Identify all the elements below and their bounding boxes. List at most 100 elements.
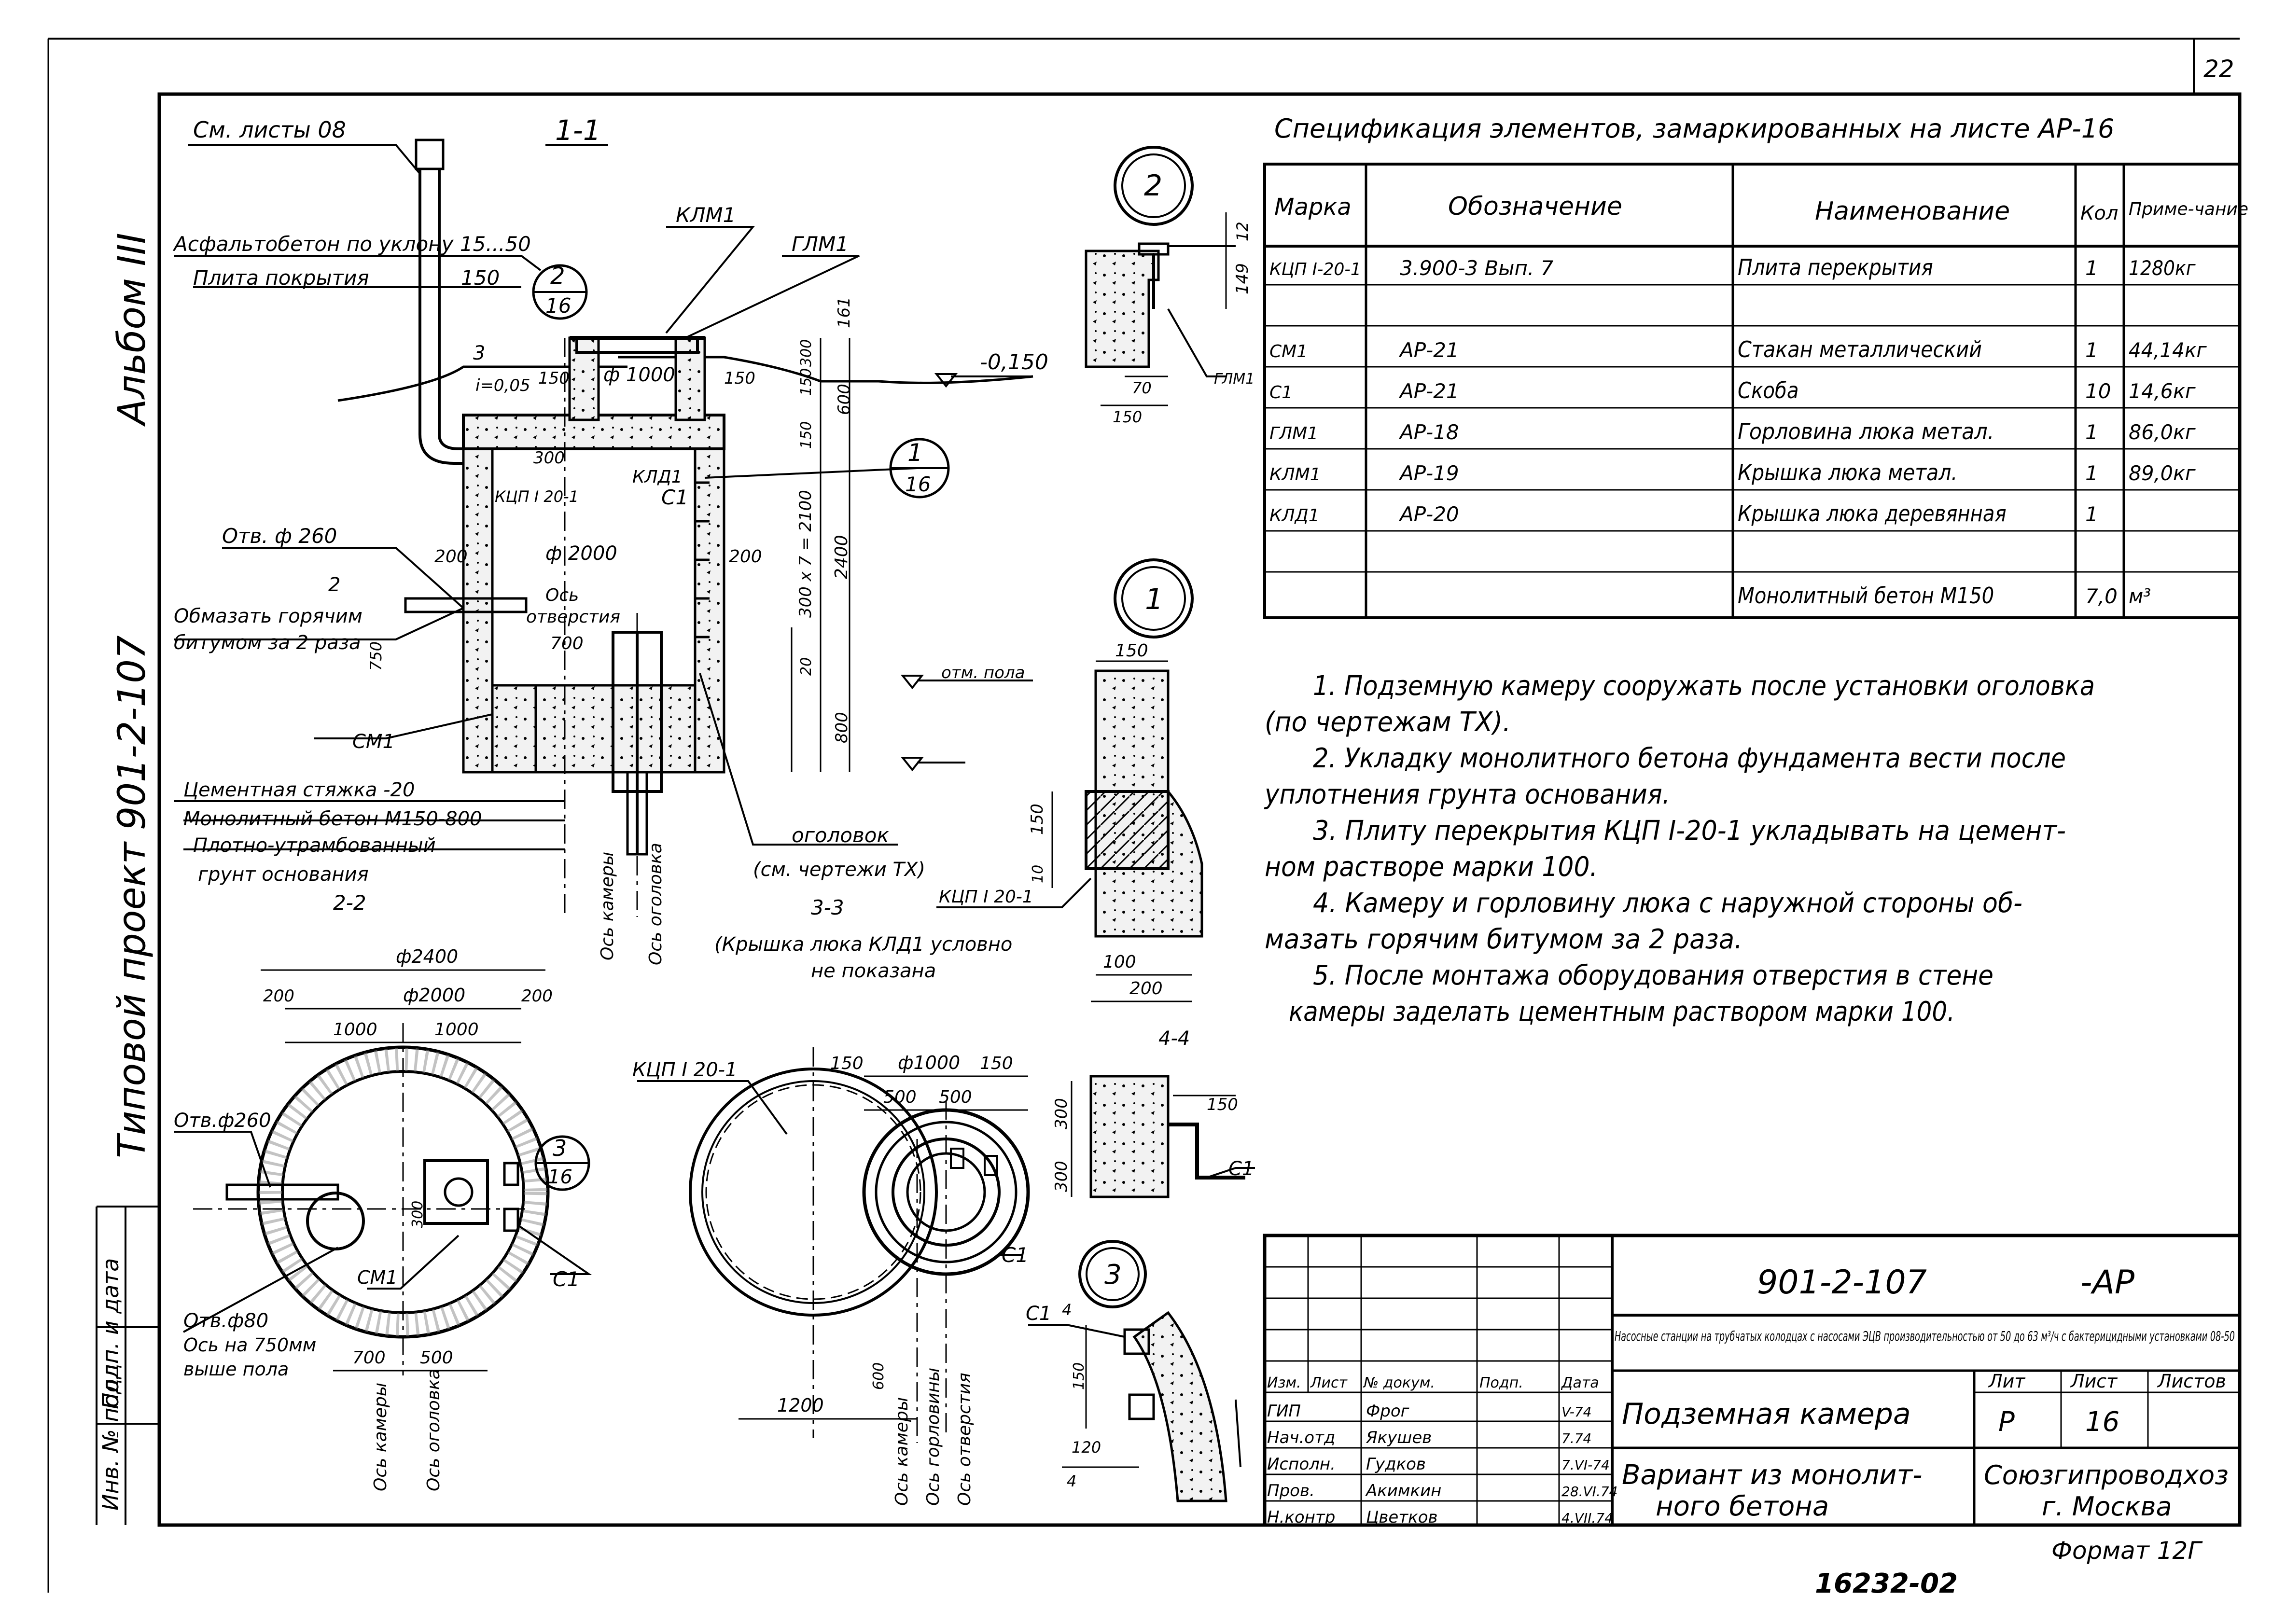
two-label: 2 [328, 574, 340, 596]
spec-cell: 89,0кг [2129, 461, 2196, 485]
cm1-plan-label: СМ1 [357, 1267, 398, 1288]
detail-2-number: 2 [1144, 169, 1162, 203]
dim-d2400: ф2400 [396, 946, 458, 967]
tb-code: 901-2-107 [1757, 1263, 1927, 1302]
detail-2-dim-149: 149 [1233, 263, 1252, 294]
format-label: Формат 12Г [2051, 1537, 2203, 1565]
ground-label-2: грунт основания [198, 863, 369, 886]
note-line: 5. После монтажа оборудования отверстия … [1313, 960, 1993, 991]
axis-head-label: Ось оголовка [646, 843, 666, 965]
section-1-1: 1-1 [174, 114, 1033, 917]
section-4-4-title: 4-4 [1158, 1027, 1190, 1050]
dim-500-plan: 500 [420, 1348, 453, 1368]
dim-150d: 150 [798, 421, 815, 449]
spec-cell: С1 [1269, 383, 1293, 403]
spec-cell: Стакан металлический [1738, 336, 1982, 362]
tb-sheet: 16 [2085, 1406, 2119, 1438]
detail-1-dim-200: 200 [1129, 979, 1163, 999]
tb-h-list: Лист [1310, 1374, 1348, 1391]
spec-cell: 1 [2085, 420, 2098, 444]
slope-label: i=0,05 [475, 376, 530, 395]
dim-1000-left: 1000 [333, 1020, 377, 1040]
detail-3-dim-4b: 4 [1067, 1472, 1076, 1490]
section-4-4-dim-300a: 300 [1052, 1098, 1071, 1129]
detail-2: 2 12 149 70 150 ГЛМ1 [1085, 146, 1255, 426]
cover-slab-label: Плита покрытия [193, 266, 369, 290]
spec-cell: 1 [2085, 256, 2098, 280]
tb-name: Акимкин [1365, 1481, 1441, 1500]
sign-date-label: Подп. и дата [98, 1258, 124, 1409]
archive-code: 16232-02 [1815, 1568, 1958, 1599]
hole260-label: Отв. ф 260 [222, 524, 337, 548]
detail-3-dim-150: 150 [1071, 1362, 1087, 1390]
kcp-33-label: КЦП I 20-1 [632, 1059, 738, 1081]
detail-1-kcp: КЦП I 20-1 [939, 887, 1033, 907]
spec-cell: АР-19 [1398, 461, 1459, 485]
detail-1-dim-150: 150 [1115, 641, 1148, 661]
c1-33-label: С1 [1002, 1243, 1029, 1267]
dim-200-left: 200 [263, 986, 294, 1006]
tb-sheets-header: Листов [2157, 1371, 2226, 1392]
note-line: 1. Подземную камеру сооружать после уста… [1313, 670, 2095, 702]
note-line: мазать горячим битумом за 2 раза. [1265, 924, 1742, 955]
dim-20: 20 [798, 657, 815, 676]
spec-cell: Плита перекрытия [1738, 254, 1933, 280]
section-3-3-note-2: не показана [811, 960, 936, 982]
section-3-3: 3-3 (Крышка люка КЛД1 условно не показан… [632, 896, 1030, 1506]
axis-neck-33: Ось горловины [923, 1368, 943, 1506]
dim-300b: 300 [798, 339, 815, 367]
spec-cell: КЛД1 [1269, 506, 1320, 526]
tb-variant-2: ного бетона [1656, 1491, 1829, 1522]
tb-name: Фрог [1366, 1402, 1410, 1421]
dim-750: 750 [367, 641, 385, 671]
detail-2-dim-70: 70 [1132, 379, 1152, 397]
callout-2-sheet: 16 [545, 294, 571, 318]
detail-2-dim-150: 150 [1113, 408, 1142, 426]
tb-description: Насосные станции на трубчатых колодцах с… [1615, 1328, 2235, 1344]
axis-chamber-33: Ось камеры [892, 1397, 912, 1506]
spec-cell: АР-21 [1398, 379, 1459, 403]
kld1-label: КЛД1 [632, 467, 683, 487]
spec-cell: 86,0кг [2129, 420, 2196, 444]
spec-cell: 14,6кг [2129, 379, 2196, 403]
axis-head-plan: Ось оголовка [424, 1369, 444, 1491]
title-block: 901-2-107 -АР Насосные станции на трубча… [1263, 1234, 2242, 1527]
ground-label-1: Плотно-утрамбованный [193, 834, 436, 857]
spec-cell: СМ1 [1269, 342, 1308, 361]
dim-200b: 200 [729, 547, 762, 567]
callout-2-number: 2 [550, 263, 565, 290]
tb-name: Цветков [1366, 1508, 1438, 1527]
tb-role: Нач.отд [1267, 1428, 1335, 1447]
tb-sheet-header: Лист [2070, 1371, 2118, 1392]
level-label: -0,150 [980, 350, 1048, 375]
c1-label: С1 [661, 486, 688, 509]
klm1-label: КЛМ1 [676, 203, 736, 227]
tb-name: Якушев [1366, 1428, 1432, 1447]
axis-hole-1: Ось [545, 585, 579, 605]
tb-org-2: г. Москва [2042, 1491, 2172, 1522]
dim-150b: 150 [724, 369, 755, 388]
note-line: 2. Укладку монолитного бетона фундамента… [1313, 743, 2066, 774]
spec-cell: 1 [2085, 502, 2098, 526]
section-2-2-title: 2-2 [333, 891, 366, 915]
note-line: (по чертежам ТХ). [1265, 707, 1511, 738]
tb-lit-header: Лит [1988, 1371, 2026, 1392]
sheet-frame [47, 38, 2242, 1593]
dim-600: 600 [835, 384, 854, 415]
spec-cell: 10 [2085, 379, 2111, 403]
callout-3-sheet: 16 [548, 1166, 572, 1188]
spec-header-name: Наименование [1815, 197, 2010, 226]
spec-cell: 1 [2085, 338, 2098, 362]
spec-cell: 7,0 [2085, 584, 2118, 608]
concrete-label: Монолитный бетон М150-800 [183, 808, 482, 830]
spec-header-mark: Марка [1274, 194, 1352, 221]
tb-role: Пров. [1267, 1481, 1315, 1500]
spec-cell: 1280кг [2129, 256, 2196, 280]
tb-h-date: Дата [1561, 1374, 1599, 1391]
section-4-4: 4-4 150 300 300 С1 [1052, 1027, 1255, 1198]
inv-number-label: Инв. № подл. [98, 1358, 124, 1511]
dim-500a-33: 500 [883, 1087, 917, 1107]
dim-1000-right: 1000 [434, 1020, 479, 1040]
album-label: Альбом III [111, 233, 154, 427]
